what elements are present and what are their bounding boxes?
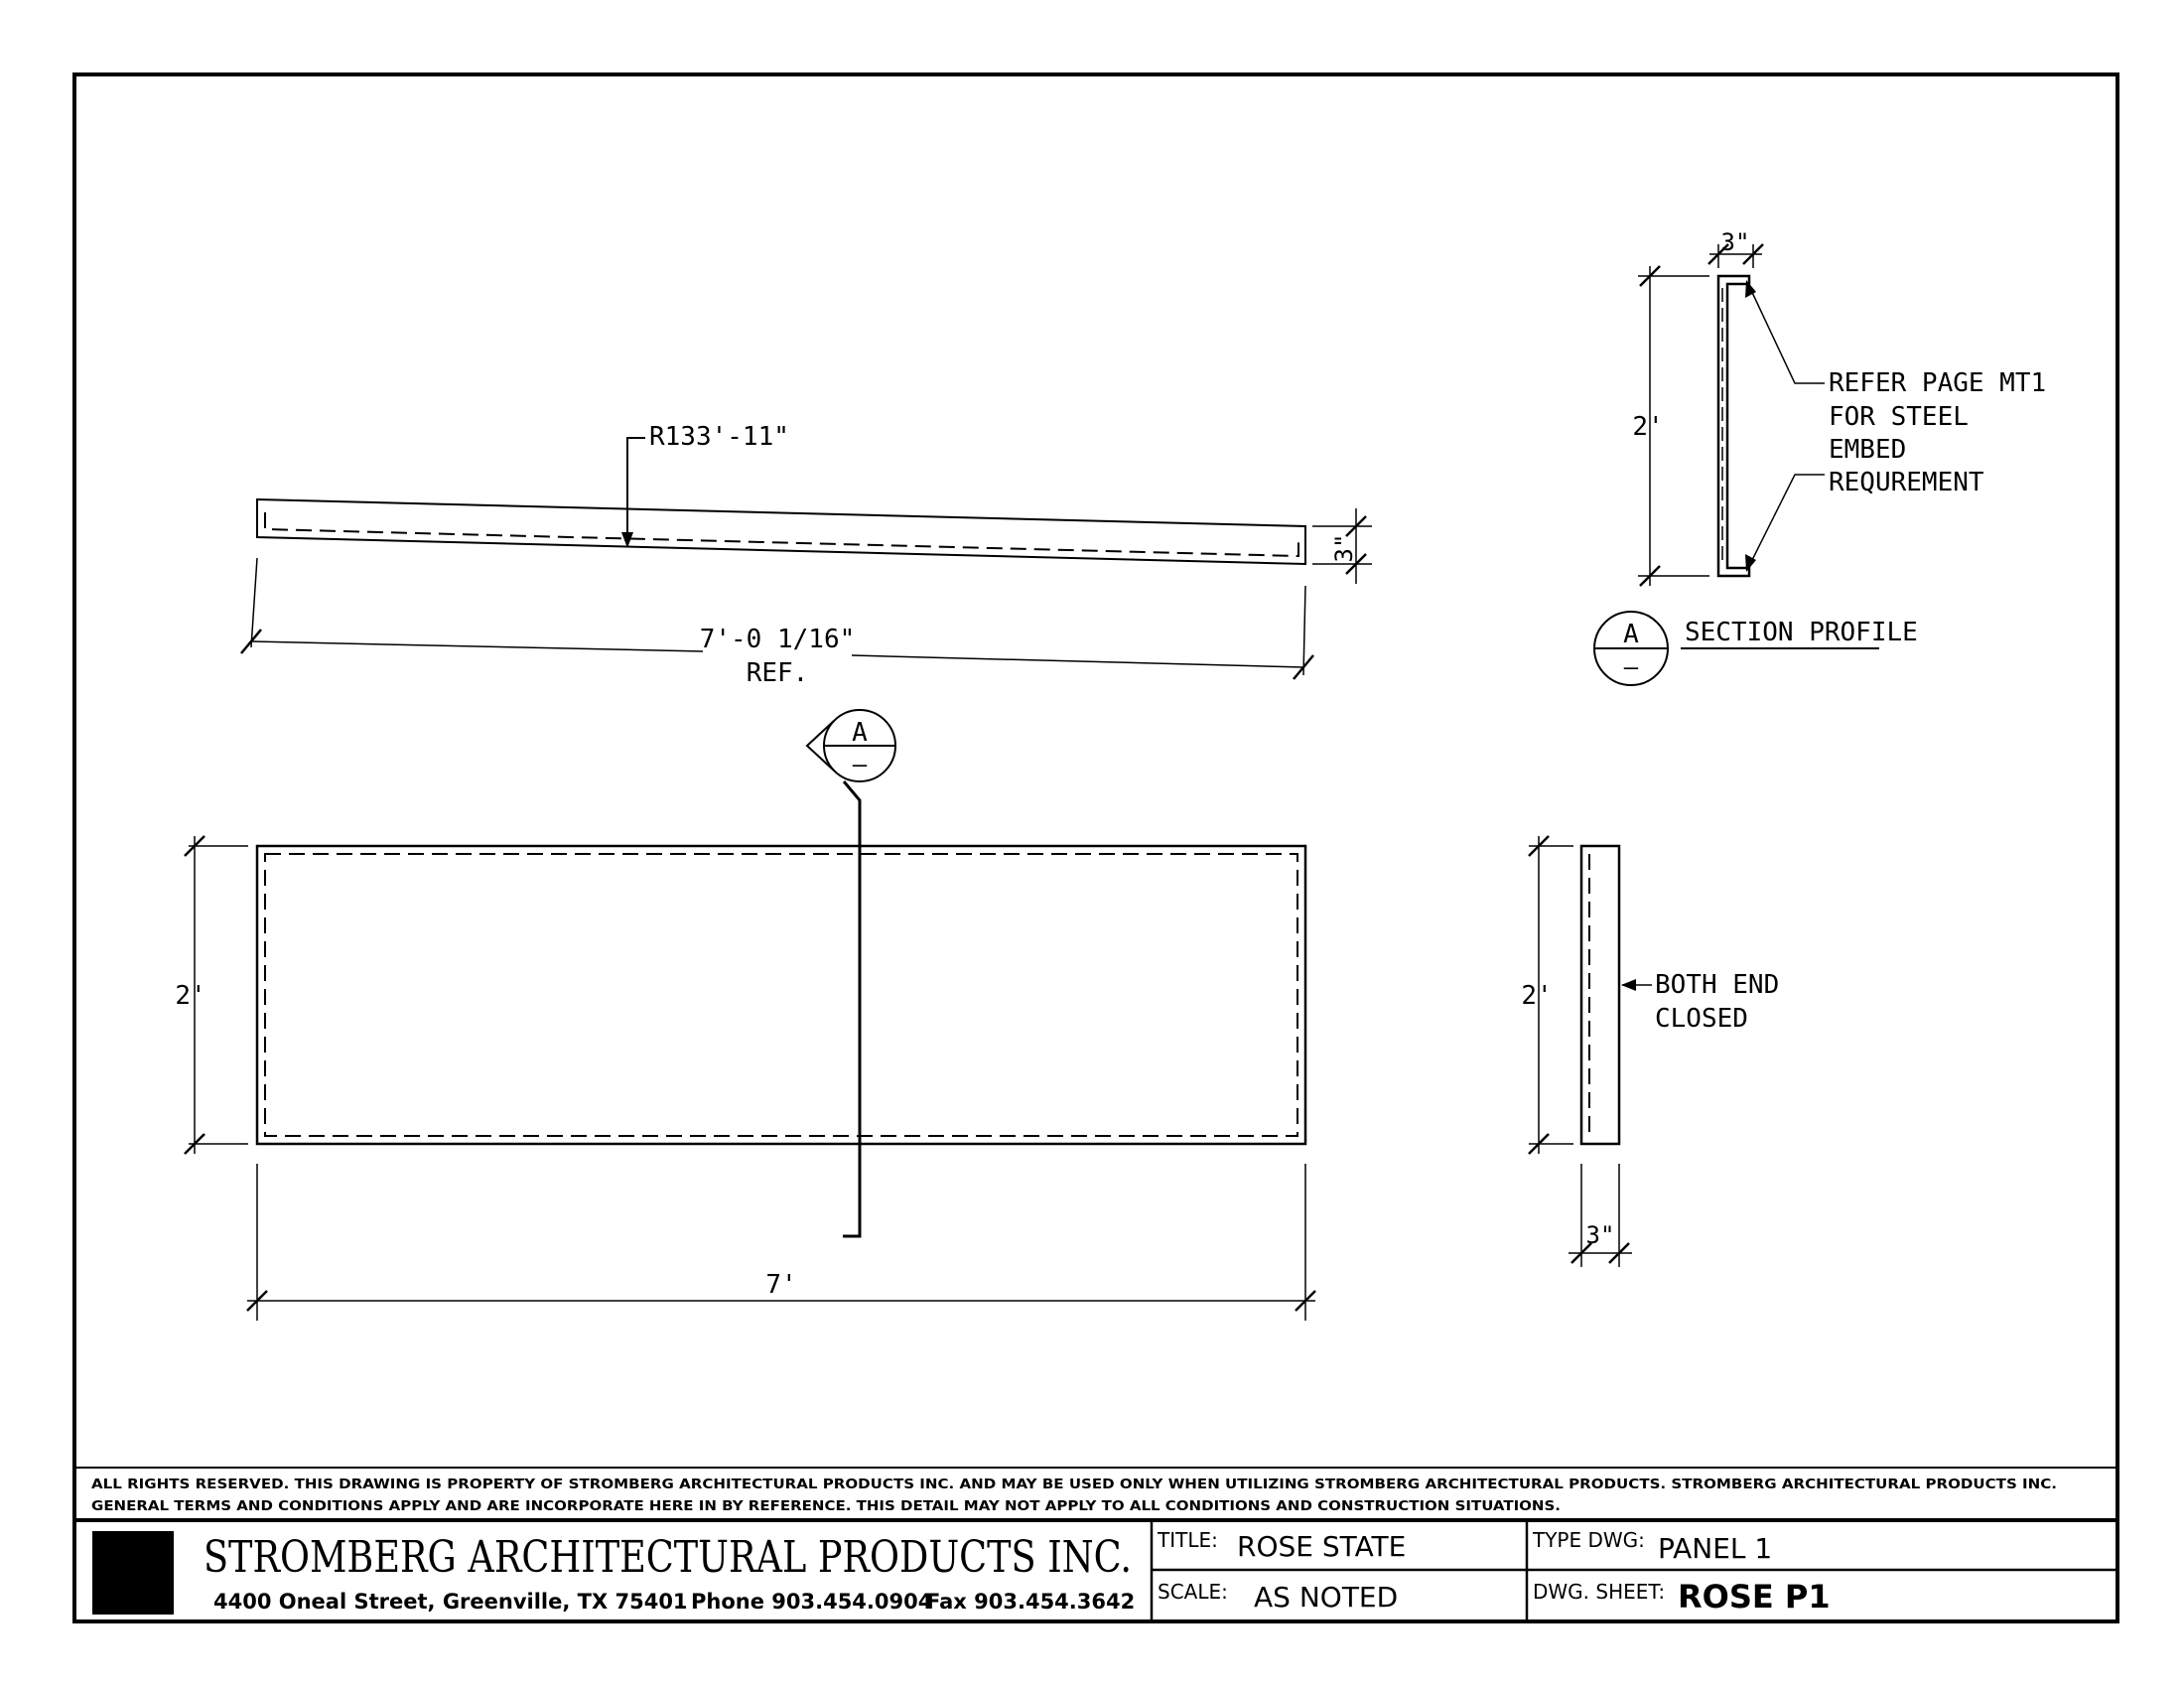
length-label: 7'-0 1/16"	[700, 625, 856, 654]
embed-note-line3: EMBED	[1829, 435, 1906, 465]
length-ref-label: REF.	[747, 658, 809, 688]
curved-elevation-view: R133'-11" 7'-0 1/16" REF. 3"	[240, 422, 1372, 688]
company-logo	[92, 1531, 174, 1615]
profile-height-tick-bottom	[1639, 565, 1661, 587]
profile-width-label: 3"	[1721, 228, 1750, 256]
thickness-tick-top	[1345, 515, 1367, 537]
detail-caption: SECTION PROFILE	[1685, 618, 1918, 647]
dwg-sheet-label: DWG. SHEET:	[1533, 1580, 1665, 1604]
section-cut-line	[842, 780, 862, 1238]
channel-profile-outline	[1716, 274, 1751, 578]
embed-arrowhead-bottom	[1745, 554, 1756, 572]
radius-label: R133'-11"	[649, 422, 789, 452]
end-panel-outline	[1579, 844, 1621, 1146]
thickness-tick-bottom	[1345, 553, 1367, 575]
end-view: 2' 3" BOTH END CLOSED	[1521, 835, 1779, 1267]
dwg-sheet-value: ROSE P1	[1678, 1578, 1831, 1616]
section-marker-pointer	[805, 720, 835, 772]
company-phone: Phone 903.454.0904	[691, 1590, 932, 1614]
end-width-tick-right	[1608, 1242, 1630, 1264]
section-marker-letter: A	[852, 718, 868, 748]
end-height-tick-top	[1528, 835, 1550, 857]
front-height-tick-top	[184, 835, 205, 857]
title-block: ALL RIGHTS RESERVED. THIS DRAWING IS PRO…	[74, 1467, 2117, 1621]
title-value: ROSE STATE	[1237, 1530, 1406, 1563]
scale-label: SCALE:	[1158, 1580, 1228, 1604]
front-view: 2' 7'	[175, 835, 1316, 1321]
disclaimer-line2: GENERAL TERMS AND CONDITIONS APPLY AND A…	[91, 1498, 1561, 1514]
profile-height-tick-top	[1639, 265, 1661, 287]
sheet-border	[72, 72, 2119, 1623]
embed-note-line1: REFER PAGE MT1	[1829, 368, 2046, 398]
front-height-label: 2'	[175, 981, 205, 1011]
end-width-tick-left	[1570, 1242, 1592, 1264]
length-dim-line-left	[250, 640, 704, 652]
embed-leader-top	[1748, 285, 1825, 384]
end-note-line1: BOTH END	[1655, 970, 1779, 1000]
profile-height-label: 2'	[1632, 412, 1663, 442]
title-label: TITLE:	[1157, 1528, 1218, 1552]
section-marker-sub: –	[853, 751, 868, 778]
embed-note-line2: FOR STEEL	[1829, 402, 1969, 432]
embed-leader-bottom	[1748, 474, 1825, 567]
section-cut-marker: A –	[805, 709, 896, 1238]
front-panel-hidden-line	[264, 853, 1298, 1137]
front-panel-outline	[255, 844, 1307, 1146]
section-profile-detail: 3" 2' REFER PAGE MT1 FOR STEEL EMBED REQ…	[1593, 228, 2046, 686]
end-height-label: 2'	[1521, 981, 1552, 1011]
end-note-arrowhead	[1621, 979, 1636, 991]
detail-marker-sub: –	[1624, 653, 1639, 681]
end-width-label: 3"	[1586, 1221, 1615, 1249]
end-height-tick-bottom	[1528, 1133, 1550, 1155]
radius-leader	[626, 437, 645, 542]
company-address: 4400 Oneal Street, Greenville, TX 75401	[213, 1590, 688, 1614]
type-dwg-label: TYPE DWG:	[1532, 1528, 1645, 1552]
front-width-tick-right	[1295, 1290, 1316, 1312]
end-note-line2: CLOSED	[1655, 1004, 1748, 1034]
disclaimer-line1: ALL RIGHTS RESERVED. THIS DRAWING IS PRO…	[91, 1477, 2057, 1492]
length-extension-right	[1302, 585, 1306, 676]
profile-width-tick-left	[1707, 243, 1729, 265]
curved-panel-outline	[256, 497, 1306, 566]
length-tick-right	[1293, 654, 1314, 680]
type-dwg-value: PANEL 1	[1658, 1532, 1772, 1565]
length-dim-line-right	[851, 654, 1304, 668]
length-tick-left	[240, 629, 262, 654]
profile-width-tick-right	[1742, 243, 1764, 265]
length-extension-left	[250, 557, 258, 648]
embed-note-line4: REQUREMENT	[1829, 468, 1984, 497]
company-name: STROMBERG ARCHITECTURAL PRODUCTS INC.	[204, 1532, 1132, 1583]
front-height-tick-bottom	[184, 1133, 205, 1155]
radius-arrowhead	[621, 532, 633, 548]
embed-arrowhead-top	[1745, 280, 1756, 298]
front-width-tick-left	[246, 1290, 268, 1312]
company-fax: Fax 903.454.3642	[926, 1590, 1135, 1614]
curved-panel-hidden-line	[264, 512, 1299, 558]
scale-value: AS NOTED	[1254, 1581, 1398, 1614]
front-width-label: 7'	[765, 1270, 796, 1300]
thickness-label: 3"	[1330, 534, 1358, 563]
detail-marker-letter: A	[1623, 620, 1639, 649]
